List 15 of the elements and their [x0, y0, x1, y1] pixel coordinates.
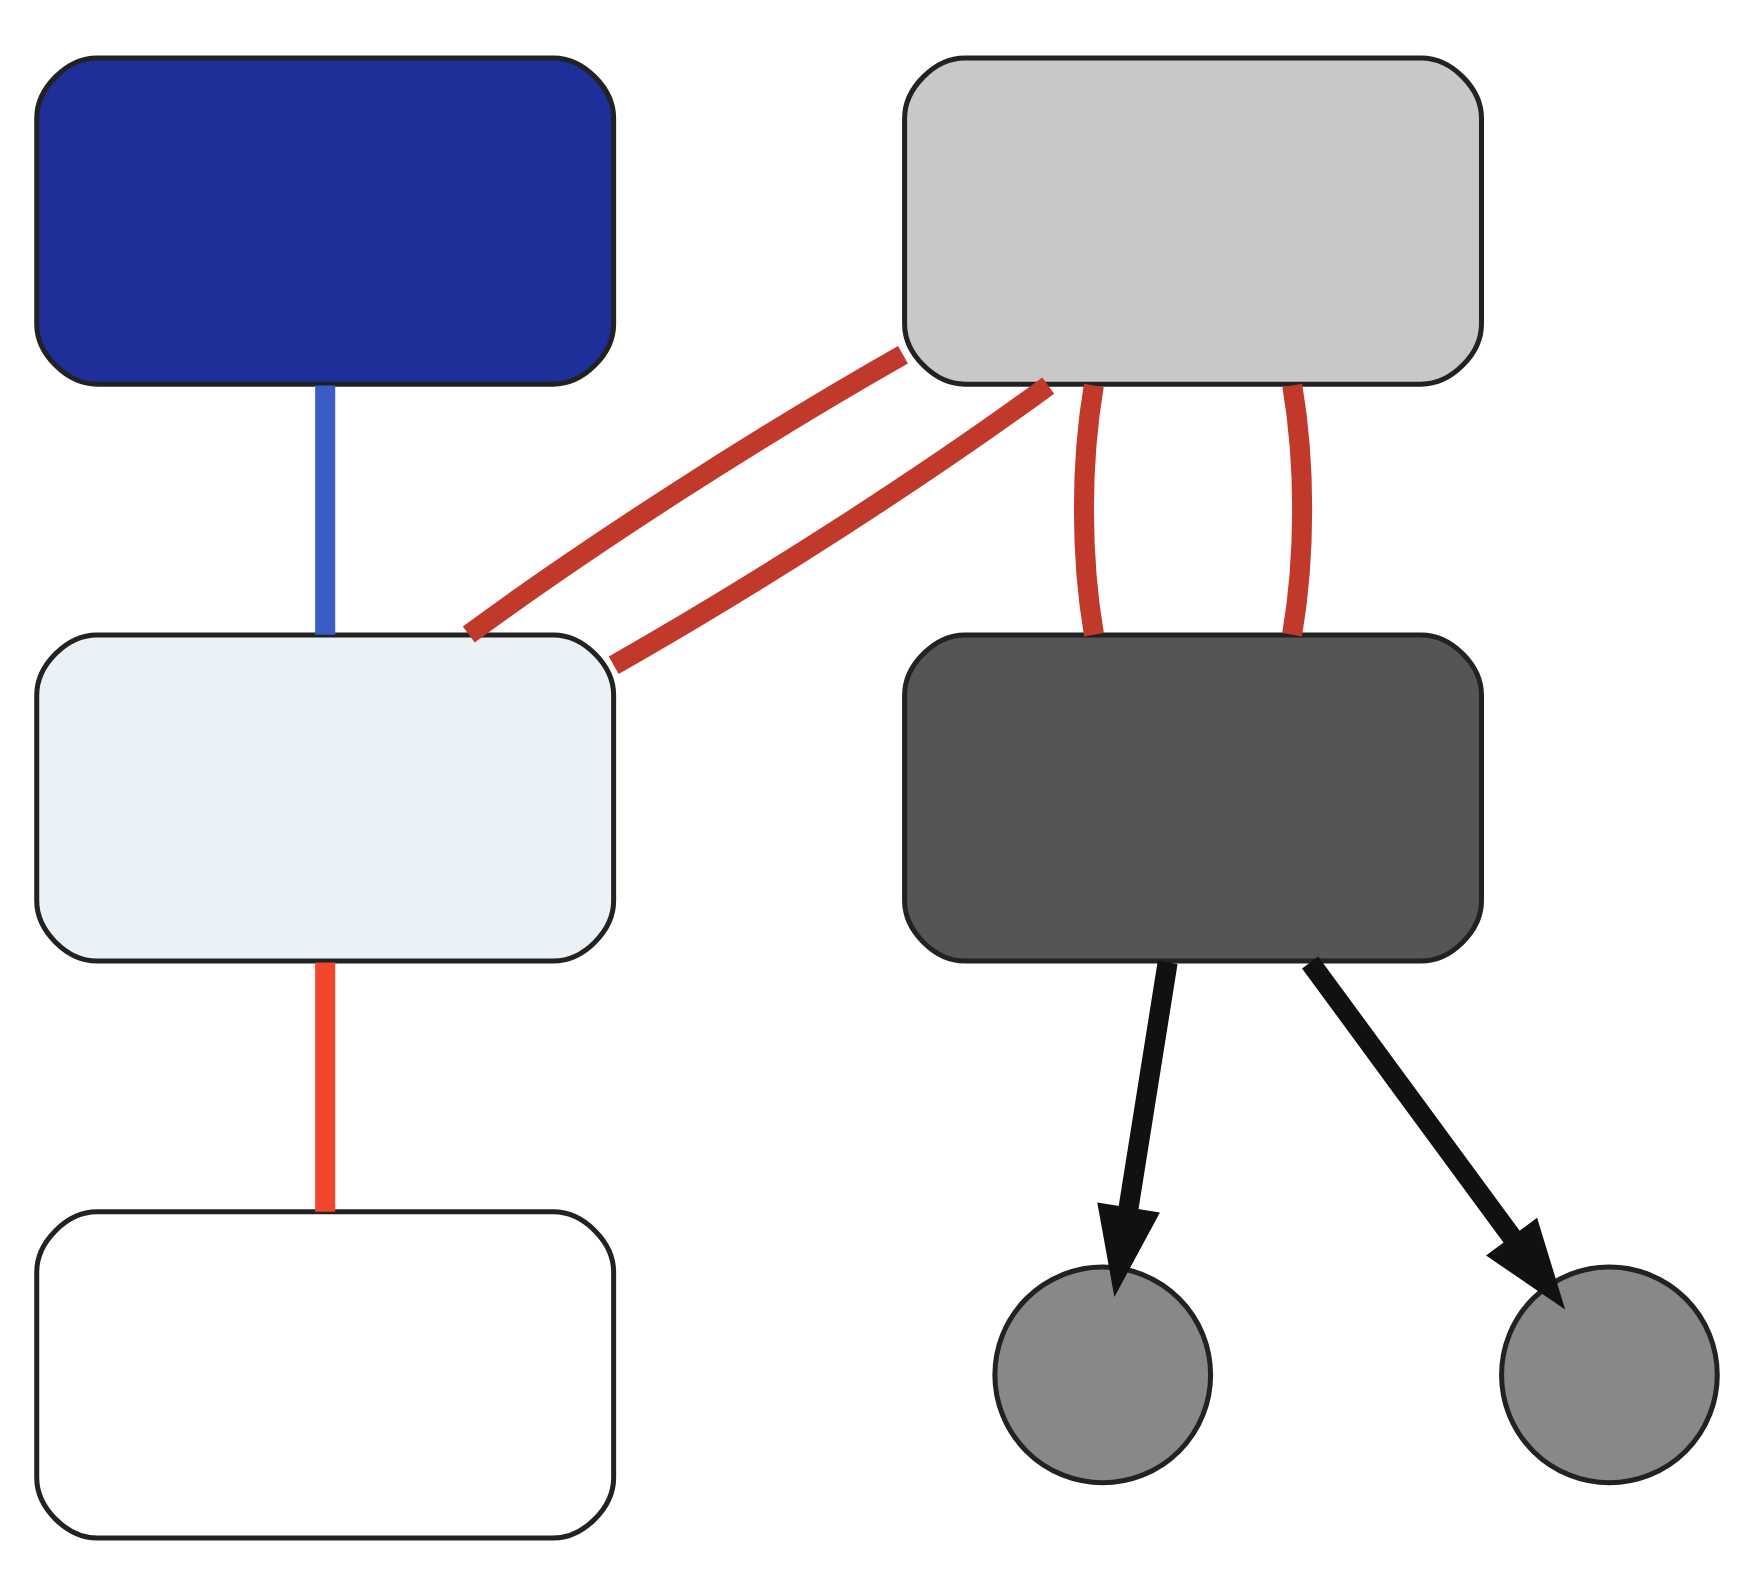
arrow	[1097, 960, 1178, 1297]
connector	[315, 962, 336, 1212]
connector	[462, 346, 908, 643]
node-box	[902, 55, 1484, 387]
node-box	[34, 55, 617, 387]
connector	[1073, 384, 1104, 637]
node-box	[34, 1209, 617, 1541]
node-box	[902, 632, 1484, 964]
connector	[1282, 384, 1313, 637]
connector	[608, 377, 1055, 674]
connector	[315, 385, 336, 635]
node-box	[34, 632, 617, 964]
node-circle	[992, 1264, 1214, 1486]
node-circle	[1499, 1264, 1720, 1486]
arrow	[1302, 956, 1566, 1310]
